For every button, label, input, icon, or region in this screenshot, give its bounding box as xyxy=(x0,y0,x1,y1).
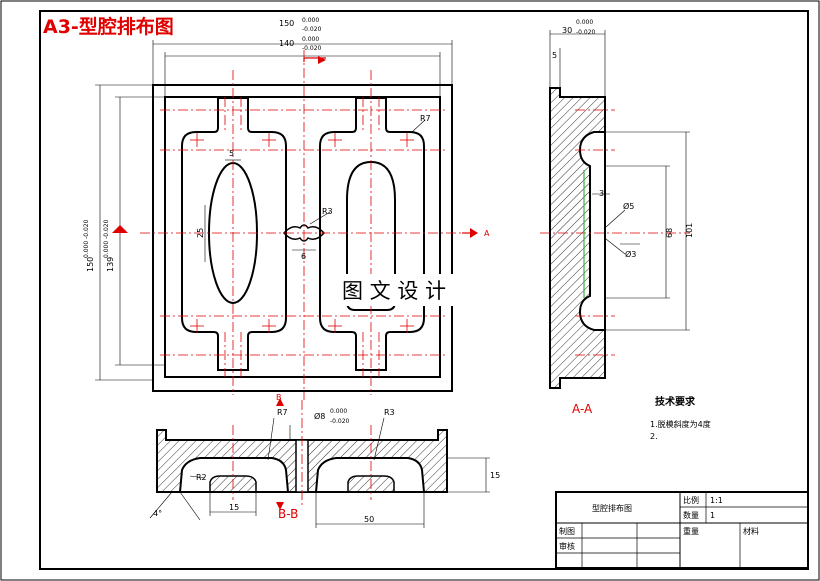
dim-phi8-tol-lower: -0.020 xyxy=(330,418,350,425)
dim-5-side: 5 xyxy=(552,51,557,60)
dim-r3-top: R3 xyxy=(322,207,333,216)
tb-drawn-label: 制图 xyxy=(559,526,575,536)
dim-angle4: 4° xyxy=(153,509,162,518)
section-bb xyxy=(149,398,490,528)
label-bb: B-B xyxy=(278,507,298,521)
title-block xyxy=(555,491,809,569)
dim-3-side: 3 xyxy=(599,189,604,198)
dim-height150-tol: 0.000 -0.020 xyxy=(83,219,90,258)
bb-right-cavity xyxy=(314,457,426,493)
bb-left-cavity xyxy=(178,457,290,493)
dim-thick30-tol-lower: -0.020 xyxy=(576,29,596,36)
dim-height150: 150 xyxy=(86,257,95,272)
dim-width140-tol-upper: 0.000 xyxy=(302,36,319,43)
label-aa: A-A xyxy=(572,402,593,416)
tb-checked-label: 审核 xyxy=(559,541,575,551)
sheet-frame xyxy=(39,10,809,570)
dim-r7-sec: R7 xyxy=(277,408,288,417)
tb-qty-value: 1 xyxy=(710,511,715,520)
tb-material-label: 材料 xyxy=(743,526,759,536)
section-aa xyxy=(540,30,690,389)
dim-height139: 139 xyxy=(106,257,115,272)
dim-width150-tol-lower: -0.020 xyxy=(302,26,322,33)
dim-width140: 140 xyxy=(279,39,294,48)
dim-thick30: 30 xyxy=(562,26,572,35)
tech-req-item2: 2. xyxy=(650,432,658,441)
dim-cavity-5: 5 xyxy=(229,149,234,158)
dim-r2-sec: R2 xyxy=(196,473,207,482)
dim-68: 68 xyxy=(665,228,674,238)
tb-scale-value: 1:1 xyxy=(710,496,723,505)
section-marker-a: A xyxy=(484,229,490,238)
bb-sprue xyxy=(295,439,309,493)
aa-cavity-pocket xyxy=(578,131,606,331)
dim-phi8-tol-upper: 0.000 xyxy=(330,408,347,415)
dim-thick30-tol-upper: 0.000 xyxy=(576,19,593,26)
plan-view xyxy=(95,40,478,400)
dim-phi3: Ø3 xyxy=(625,249,636,259)
dim-6: 6 xyxy=(301,252,306,261)
tb-scale-label: 比例 xyxy=(683,495,699,505)
dim-r7-top: R7 xyxy=(420,114,431,123)
dim-width140-tol-lower: -0.020 xyxy=(302,45,322,52)
tb-qty-label: 数量 xyxy=(683,510,699,520)
right-cavity-core xyxy=(346,160,396,311)
left-cavity-outline xyxy=(181,97,287,371)
dim-height139-tol: 0.000 -0.020 xyxy=(103,219,110,258)
dim-phi8: Ø8 xyxy=(314,411,325,421)
right-cavity-outline xyxy=(319,97,425,371)
watermark: 图 文 设 计 xyxy=(342,279,446,303)
dim-r3-sec: R3 xyxy=(384,408,395,417)
tech-req-item1: 1.脱模斜度为4度 xyxy=(650,419,711,429)
dim-15-horizontal: 15 xyxy=(229,503,239,512)
tech-req-heading: 技术要求 xyxy=(655,395,696,408)
dim-101: 101 xyxy=(685,223,694,238)
dim-phi5: Ø5 xyxy=(623,201,634,211)
dim-width150: 150 xyxy=(279,19,294,28)
watermark-box xyxy=(340,274,480,306)
drawing-title: A3-型腔排布图 xyxy=(43,15,174,38)
tb-weight-label: 重量 xyxy=(683,526,699,536)
tb-name: 型腔排布图 xyxy=(592,503,632,513)
dim-50: 50 xyxy=(364,515,374,524)
dim-25: 25 xyxy=(196,228,205,238)
section-marker-b: B xyxy=(276,393,282,402)
plan-outer-plate xyxy=(152,84,453,392)
dim-15-vertical: 15 xyxy=(490,471,500,480)
plan-inner-plate xyxy=(164,96,441,378)
dim-width150-tol-upper: 0.000 xyxy=(302,17,319,24)
